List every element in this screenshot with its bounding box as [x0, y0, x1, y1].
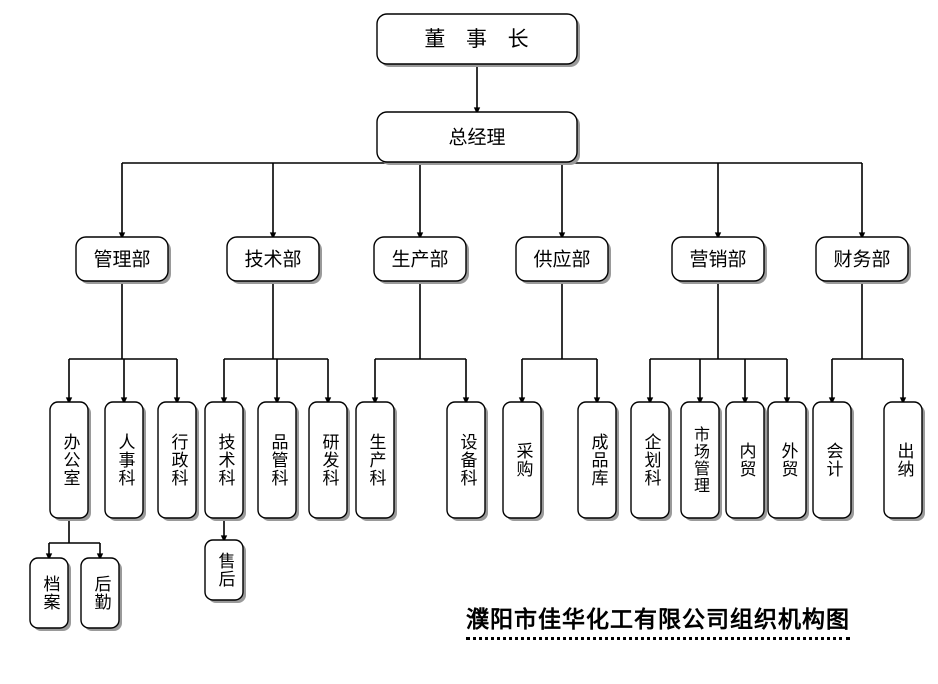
- node-rect[interactable]: [502, 401, 542, 519]
- node-rect[interactable]: [29, 557, 69, 629]
- node-rect[interactable]: [49, 401, 89, 519]
- node-rect[interactable]: [308, 401, 348, 519]
- org-node-d1[interactable]: 管理部: [75, 236, 171, 284]
- org-node-s12[interactable]: [680, 401, 722, 521]
- node-rect[interactable]: [204, 401, 244, 519]
- org-node-d4[interactable]: 供应部: [515, 236, 611, 284]
- org-node-s16[interactable]: [883, 401, 925, 521]
- node-rect[interactable]: [767, 401, 807, 519]
- node-rect[interactable]: [812, 401, 852, 519]
- node-label: 技术部: [244, 249, 301, 271]
- node-rect[interactable]: [725, 401, 765, 519]
- node-rect[interactable]: [815, 236, 909, 282]
- org-node-d5[interactable]: 营销部: [671, 236, 767, 284]
- node-rect[interactable]: [376, 111, 578, 163]
- node-rect[interactable]: [226, 236, 320, 282]
- node-label: 营销部: [689, 249, 746, 271]
- node-rect[interactable]: [446, 401, 486, 519]
- node-rect[interactable]: [671, 236, 765, 282]
- node-label: 总经理: [448, 127, 505, 149]
- node-rect[interactable]: [75, 236, 169, 282]
- org-node-d2[interactable]: 技术部: [226, 236, 322, 284]
- node-rect[interactable]: [680, 401, 720, 519]
- org-node-s5[interactable]: [257, 401, 299, 521]
- org-node-t3[interactable]: [204, 539, 246, 603]
- node-rect[interactable]: [257, 401, 297, 519]
- node-label: 财务部: [833, 249, 890, 271]
- org-node-s3[interactable]: [157, 401, 199, 521]
- org-node-s14[interactable]: [767, 401, 809, 521]
- org-node-d6[interactable]: 财务部: [815, 236, 911, 284]
- node-rect[interactable]: [204, 539, 244, 601]
- org-node-s11[interactable]: [630, 401, 672, 521]
- node-rect[interactable]: [80, 557, 120, 629]
- node-rect[interactable]: [355, 401, 395, 519]
- org-node-s10[interactable]: [577, 401, 619, 521]
- chart-title: 濮阳市佳华化工有限公司组织机构图: [466, 600, 850, 640]
- org-node-s9[interactable]: [502, 401, 544, 521]
- node-rect[interactable]: [157, 401, 197, 519]
- org-node-s7[interactable]: [355, 401, 397, 521]
- node-rect[interactable]: [630, 401, 670, 519]
- node-rect[interactable]: [373, 236, 467, 282]
- node-rect[interactable]: [376, 13, 578, 65]
- org-node-s13[interactable]: [725, 401, 767, 521]
- node-label: 供应部: [533, 249, 590, 271]
- org-node-t1[interactable]: [29, 557, 71, 631]
- node-rect[interactable]: [515, 236, 609, 282]
- node-rect[interactable]: [883, 401, 923, 519]
- node-rect[interactable]: [577, 401, 617, 519]
- org-node-s4[interactable]: [204, 401, 246, 521]
- org-node-d3[interactable]: 生产部: [373, 236, 469, 284]
- org-node-s6[interactable]: [308, 401, 350, 521]
- org-node-s8[interactable]: [446, 401, 488, 521]
- org-node-s15[interactable]: [812, 401, 854, 521]
- node-label: 董 事 长: [424, 27, 535, 51]
- node-label: 生产部: [391, 249, 448, 271]
- node-label: 管理部: [93, 249, 150, 271]
- node-rect[interactable]: [104, 401, 144, 519]
- org-node-s2[interactable]: [104, 401, 146, 521]
- org-node-n1[interactable]: 总经理: [376, 111, 580, 165]
- org-node-t2[interactable]: [80, 557, 122, 631]
- org-node-s1[interactable]: [49, 401, 91, 521]
- org-node-n0[interactable]: 董 事 长: [376, 13, 580, 67]
